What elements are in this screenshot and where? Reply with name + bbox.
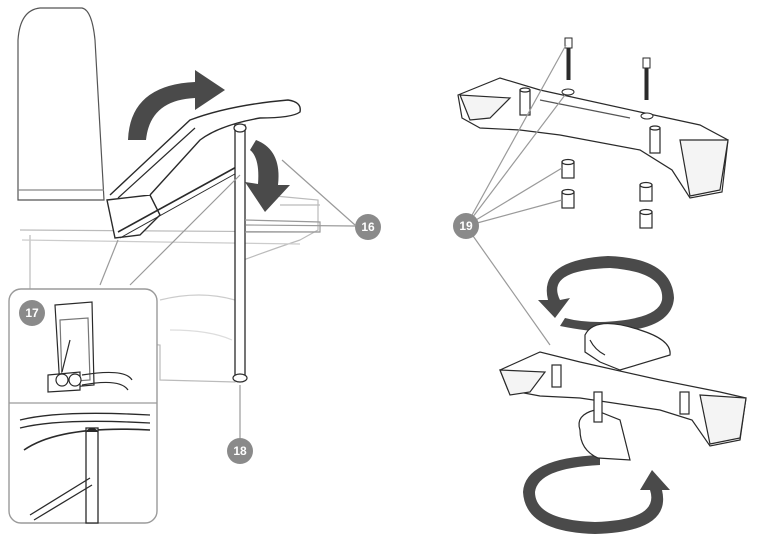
detail-inset	[8, 288, 158, 524]
callout-19: 19	[453, 213, 479, 239]
callout-16-label: 16	[361, 220, 375, 234]
callout-leaders-right	[465, 44, 567, 346]
rotate-arrow-bottom-icon	[523, 455, 670, 534]
spacer-icon	[561, 158, 653, 229]
rotate-arrow-down-icon	[245, 140, 290, 212]
callout-leaders-left	[99, 159, 356, 438]
rotate-arrow-top-icon	[538, 256, 674, 332]
callout-17: 17	[19, 300, 45, 326]
mounting-plate-top	[457, 77, 729, 199]
rotate-arrow-up-icon	[128, 70, 225, 140]
callout-17-label: 17	[25, 306, 39, 320]
callout-18: 18	[227, 438, 253, 464]
callout-16: 16	[355, 214, 381, 240]
mounting-plate-bottom	[499, 322, 747, 461]
callout-18-label: 18	[233, 444, 247, 458]
callout-19-label: 19	[459, 219, 473, 233]
toilet-illustration	[17, 7, 321, 383]
bolt-icon	[561, 37, 654, 120]
